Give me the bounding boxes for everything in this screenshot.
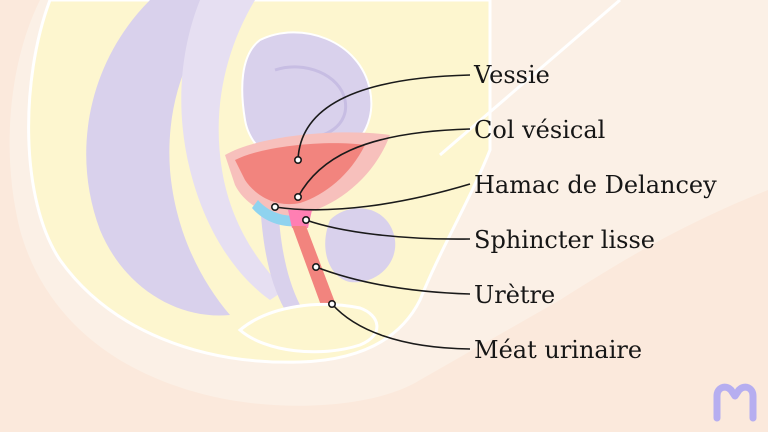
perineum	[237, 303, 379, 354]
bladder	[235, 143, 365, 205]
label-uretre: Urètre	[474, 281, 555, 309]
dot-uretre	[311, 262, 320, 271]
leader-hamac	[274, 183, 471, 211]
leader-vessie	[297, 74, 471, 161]
sacrum	[86, 0, 230, 316]
leader-sphincter	[305, 219, 471, 240]
m-logo-icon	[713, 383, 757, 422]
label-meat-urinaire: Méat urinaire	[474, 336, 642, 364]
leader-col-vesical	[297, 128, 471, 198]
rectum	[181, 0, 285, 300]
leader-lines	[274, 74, 471, 350]
leader-meat	[331, 303, 471, 350]
pubic-bone	[325, 208, 396, 283]
vaginal-wall	[260, 200, 300, 310]
delancey-hammock	[252, 200, 302, 227]
dot-vessie	[293, 156, 302, 165]
label-col-vesical: Col vésical	[474, 116, 605, 144]
leader-uretre	[315, 266, 471, 295]
dot-col-vesical	[293, 193, 302, 202]
dot-sphincter	[301, 216, 310, 225]
leader-dots	[270, 156, 336, 308]
label-hamac-de-delancey: Hamac de Delancey	[474, 171, 717, 199]
dot-meat	[327, 299, 336, 308]
dot-hamac	[270, 203, 279, 212]
label-vessie: Vessie	[473, 61, 550, 89]
label-sphincter-lisse: Sphincter lisse	[474, 226, 655, 254]
